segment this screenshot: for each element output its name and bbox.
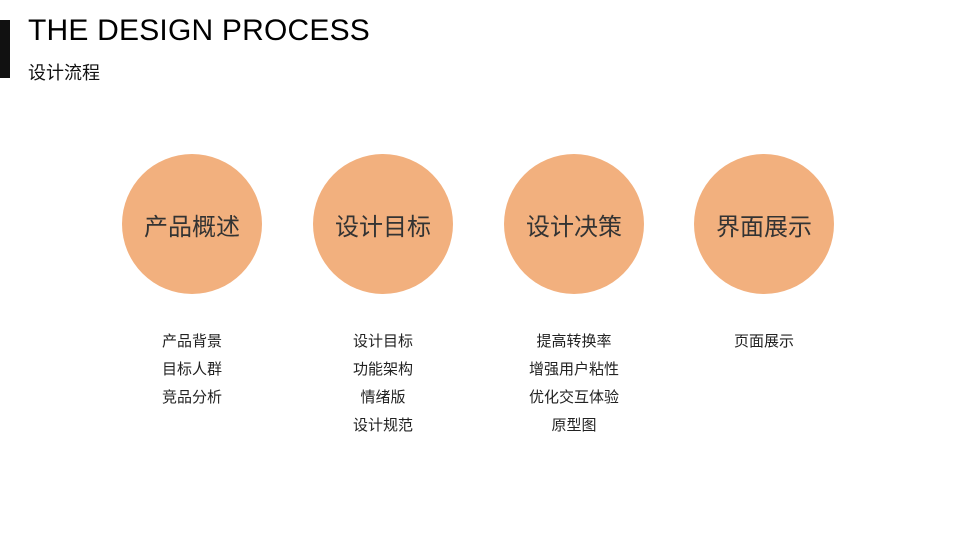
accent-bar [0, 20, 10, 78]
process-step: 产品概述产品背景目标人群竞品分析 [122, 154, 262, 411]
step-circle: 产品概述 [122, 154, 262, 294]
step-item: 增强用户粘性 [528, 360, 619, 378]
step-item: 竞品分析 [161, 388, 222, 406]
process-step: 设计决策提高转换率增强用户粘性优化交互体验原型图 [504, 154, 644, 439]
step-items: 提高转换率增强用户粘性优化交互体验原型图 [529, 327, 619, 439]
step-item: 页面展示 [733, 332, 794, 350]
page-title: THE DESIGN PROCESS [28, 14, 370, 47]
process-step: 界面展示页面展示 [694, 154, 834, 355]
step-item: 提高转换率 [536, 332, 612, 350]
step-items: 产品背景目标人群竞品分析 [162, 327, 222, 411]
step-item: 设计目标 [352, 332, 413, 350]
step-item: 情绪版 [360, 388, 406, 406]
step-item: 目标人群 [161, 360, 222, 378]
step-items: 页面展示 [734, 327, 794, 355]
step-item: 原型图 [551, 416, 597, 434]
step-items: 设计目标功能架构情绪版设计规范 [353, 327, 413, 439]
step-circle: 设计决策 [504, 154, 644, 294]
step-circle: 界面展示 [694, 154, 834, 294]
process-step: 设计目标设计目标功能架构情绪版设计规范 [313, 154, 453, 439]
step-circle: 设计目标 [313, 154, 453, 294]
step-item: 产品背景 [161, 332, 222, 350]
step-item: 优化交互体验 [528, 388, 619, 406]
step-item: 功能架构 [352, 360, 413, 378]
step-item: 设计规范 [352, 416, 413, 434]
page-subtitle: 设计流程 [28, 63, 100, 84]
